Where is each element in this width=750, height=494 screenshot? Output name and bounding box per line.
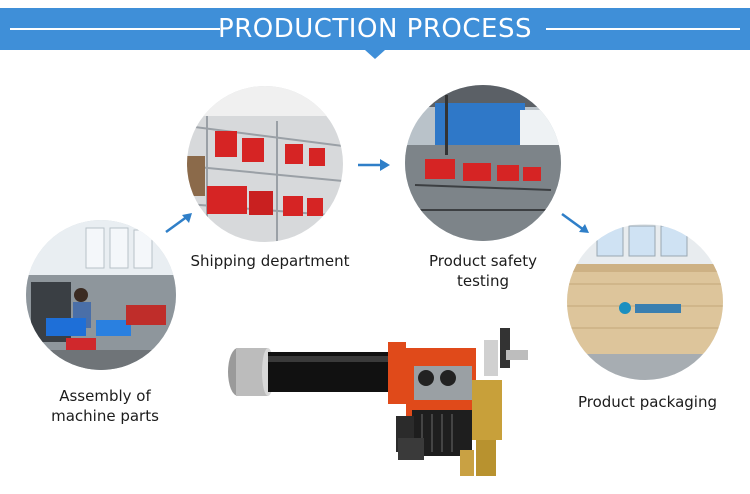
step-label-shipping-line1: Shipping department bbox=[190, 252, 350, 270]
step-label-assembly-line1: Assembly of bbox=[59, 387, 151, 405]
step-label-testing: Product safety testing bbox=[413, 251, 553, 291]
header-banner: PRODUCTION PROCESS bbox=[0, 8, 750, 50]
shipping-photo bbox=[187, 86, 343, 242]
arrow-right-down-icon bbox=[561, 212, 589, 233]
step-label-assembly: Assembly of machine parts bbox=[40, 386, 170, 426]
step-label-packaging: Product packaging bbox=[560, 392, 735, 412]
banner-pointer bbox=[365, 50, 385, 59]
burner-product-image bbox=[228, 328, 528, 476]
step-label-shipping: Shipping department bbox=[180, 251, 360, 271]
step-label-testing-line1: Product safety bbox=[429, 252, 537, 270]
assembly-photo bbox=[26, 220, 176, 370]
step-label-testing-line2: testing bbox=[456, 272, 509, 290]
packaging-photo bbox=[567, 224, 723, 380]
page-title: PRODUCTION PROCESS bbox=[218, 14, 532, 44]
banner-left-rule bbox=[10, 28, 220, 30]
step-label-packaging-line1: Product packaging bbox=[577, 393, 717, 411]
testing-photo bbox=[405, 85, 561, 241]
banner-right-rule bbox=[546, 28, 740, 30]
arrow-right-down-icon bbox=[165, 213, 192, 234]
arrow-right-icon bbox=[358, 159, 390, 171]
step-label-assembly-line2: machine parts bbox=[51, 407, 159, 425]
